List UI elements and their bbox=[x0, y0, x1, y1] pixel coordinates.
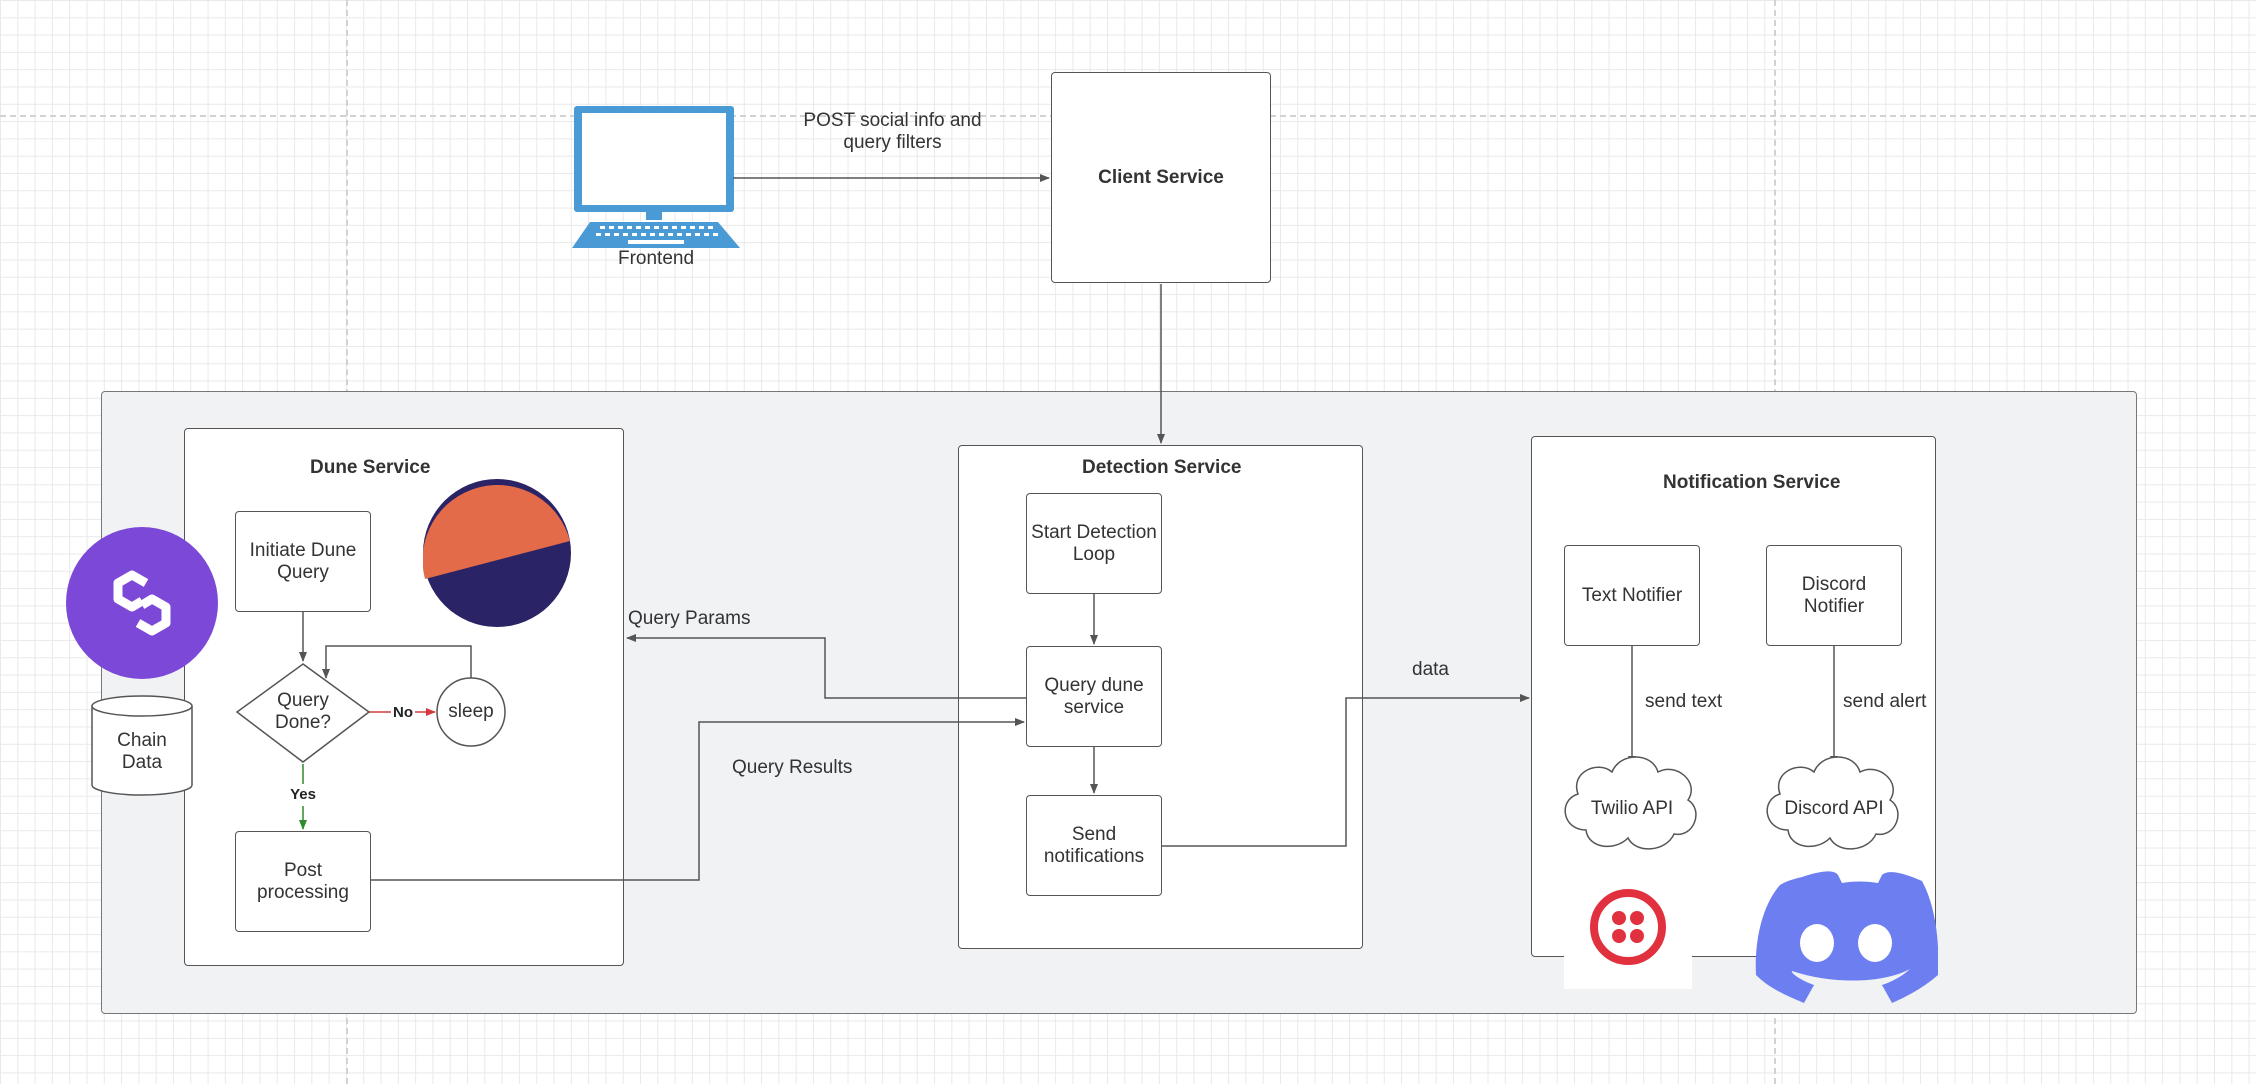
post-edge-label-line2: query filters bbox=[843, 132, 942, 153]
client-service-box[interactable]: Client Service bbox=[1051, 72, 1271, 283]
discord-notifier-node[interactable]: Discord Notifier bbox=[1766, 545, 1902, 646]
initiate-dune-query-node[interactable]: Initiate Dune Query bbox=[235, 511, 371, 612]
laptop-icon[interactable] bbox=[572, 104, 742, 250]
send-alert-label: send alert bbox=[1843, 691, 1927, 712]
twilio-logo-tile bbox=[1564, 873, 1692, 989]
sleep-label: sleep bbox=[448, 701, 494, 722]
post-processing-label: Post processing bbox=[257, 859, 349, 903]
edge-query-params bbox=[626, 634, 1026, 699]
sleep-circle bbox=[436, 677, 506, 747]
chain-data-cylinder bbox=[91, 695, 193, 796]
detection-service-title: Detection Service bbox=[1082, 457, 1242, 478]
start-detection-loop-label: Start Detection Loop bbox=[1031, 521, 1157, 565]
twilio-api-label: Twilio API bbox=[1590, 798, 1674, 819]
frontend-label: Frontend bbox=[617, 248, 695, 269]
yes-label: Yes bbox=[286, 784, 320, 806]
discord-notifier-label: Discord Notifier bbox=[1801, 573, 1867, 617]
client-service-title: Client Service bbox=[1098, 166, 1224, 188]
notification-service-title: Notification Service bbox=[1663, 472, 1841, 493]
twilio-cloud bbox=[1564, 756, 1697, 850]
decision-diamond bbox=[235, 663, 371, 763]
text-notifier-label: Text Notifier bbox=[1581, 584, 1683, 606]
chain-data-label: Chain Data bbox=[117, 730, 167, 773]
query-dune-service-label: Query dune service bbox=[1044, 674, 1144, 718]
notification-service-box[interactable] bbox=[1531, 436, 1936, 957]
initiate-dune-query-label: Initiate Dune Query bbox=[249, 539, 357, 583]
edge-data bbox=[1162, 694, 1530, 847]
post-edge-label: POST social info and query filters bbox=[770, 110, 1015, 154]
no-label: No bbox=[391, 702, 415, 724]
post-edge-label-line1: POST social info and bbox=[803, 110, 982, 131]
send-text-label: send text bbox=[1645, 691, 1723, 712]
discord-logo-icon bbox=[1755, 871, 1938, 1003]
query-dune-service-node[interactable]: Query dune service bbox=[1026, 646, 1162, 747]
polygon-logo-icon bbox=[66, 527, 218, 679]
text-notifier-node[interactable]: Text Notifier bbox=[1564, 545, 1700, 646]
discord-cloud bbox=[1766, 756, 1899, 850]
query-params-label: Query Params bbox=[628, 608, 751, 629]
discord-api-label: Discord API bbox=[1784, 798, 1884, 819]
decision-label: Query Done? bbox=[275, 690, 331, 733]
send-notifications-node[interactable]: Send notifications bbox=[1026, 795, 1162, 896]
query-results-label: Query Results bbox=[732, 757, 853, 778]
start-detection-loop-node[interactable]: Start Detection Loop bbox=[1026, 493, 1162, 594]
post-processing-node[interactable]: Post processing bbox=[235, 831, 371, 932]
dune-service-title: Dune Service bbox=[310, 457, 431, 478]
edge-query-results bbox=[371, 718, 1025, 881]
twilio-logo-icon bbox=[1590, 889, 1666, 965]
send-notifications-label: Send notifications bbox=[1043, 823, 1145, 867]
edge-sleep-to-decision bbox=[322, 645, 472, 681]
data-label: data bbox=[1412, 659, 1449, 680]
dune-logo-icon bbox=[423, 479, 571, 627]
